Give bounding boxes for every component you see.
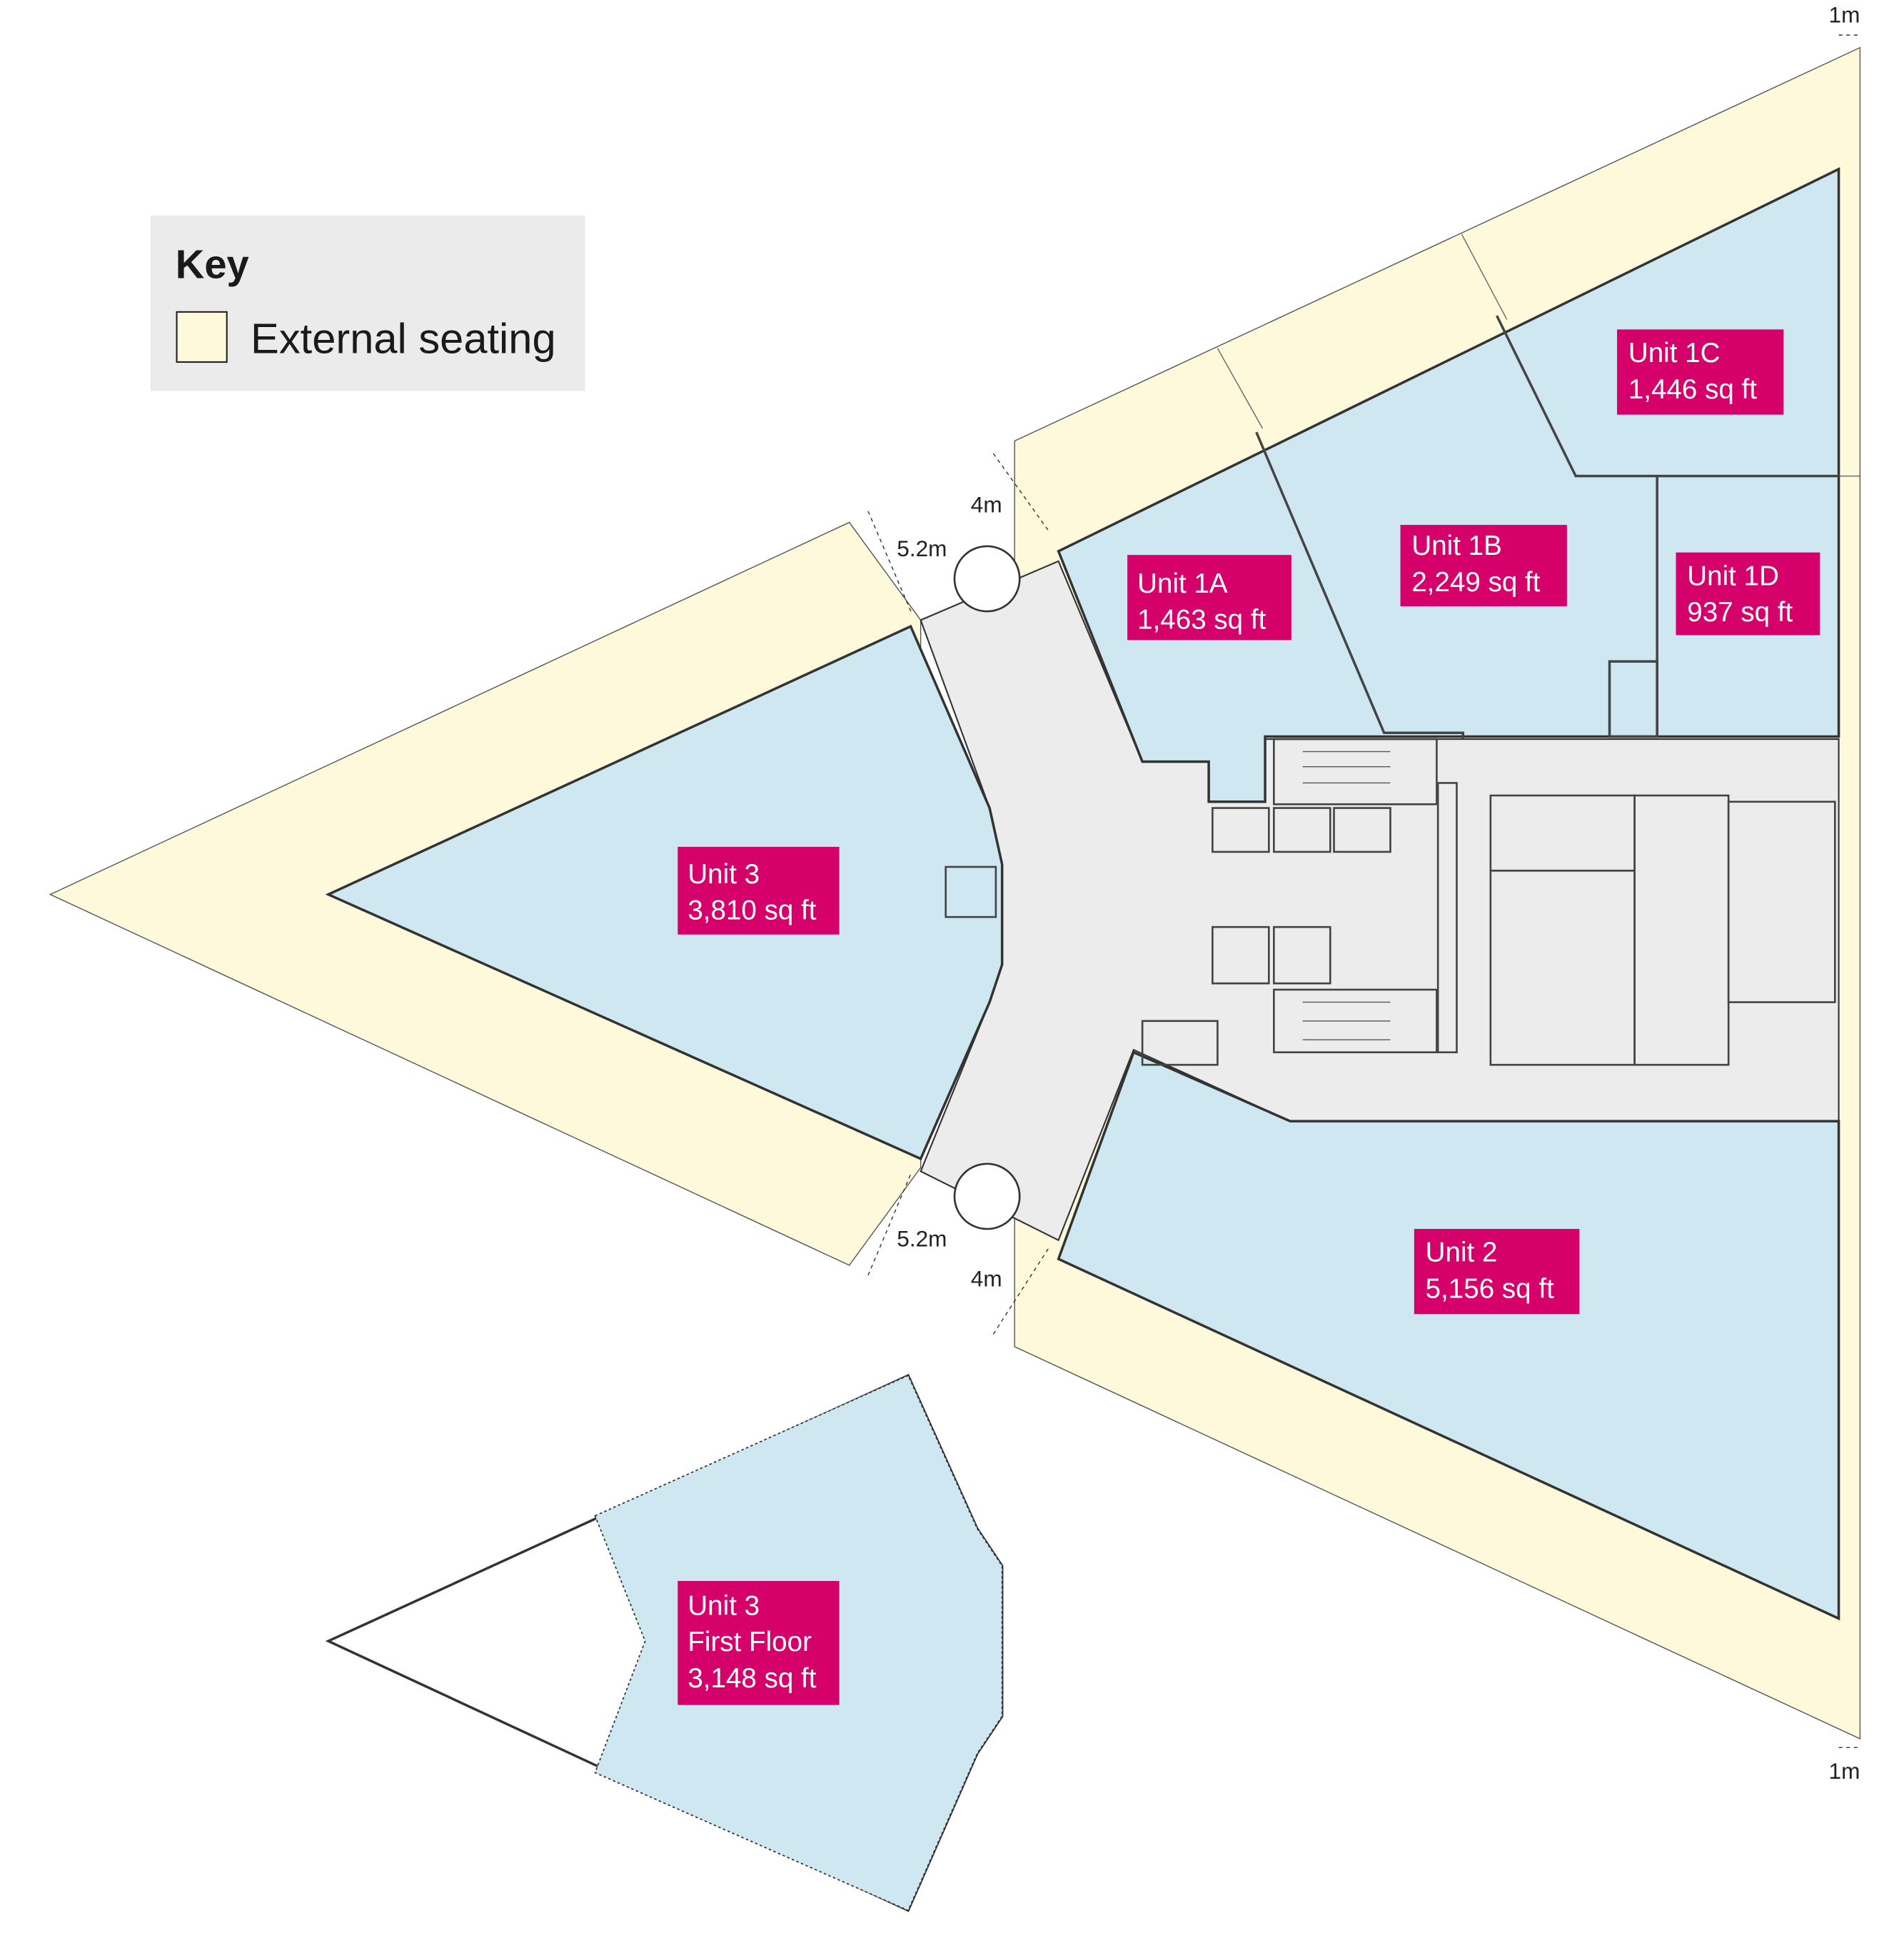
column-north [953,545,1021,613]
dim-lower-right-gap: 4m [971,1266,1002,1292]
dim-upper-left-gap: 5.2m [897,536,947,561]
dim-bottom-right: 1m [1829,1758,1860,1784]
unit-1-area [1057,167,1840,803]
key-title: Key [176,241,249,286]
svg-text:2,249 sq ft: 2,249 sq ft [1411,567,1540,598]
label-unit-1a: Unit 1A 1,463 sq ft [1127,555,1291,641]
svg-text:Unit 3: Unit 3 [687,859,760,890]
label-unit-2: Unit 2 5,156 sq ft [1414,1229,1580,1315]
svg-text:Unit 1C: Unit 1C [1628,338,1721,368]
stairs [1302,750,1391,1040]
seating-dividers [1217,234,1860,477]
dimension-lines [867,34,1860,1749]
external-seating-swatch [176,311,228,363]
unit-walls [1255,315,1839,740]
svg-text:Unit 1A: Unit 1A [1137,568,1228,599]
label-unit-1d: Unit 1D 937 sq ft [1676,552,1820,636]
label-unit-1c: Unit 1C 1,446 sq ft [1617,329,1784,415]
dim-upper-right-gap: 4m [971,492,1002,518]
dim-top-right: 1m [1829,2,1860,28]
svg-text:3,810 sq ft: 3,810 sq ft [687,895,816,926]
label-unit-3: Unit 3 3,810 sq ft [678,846,840,935]
svg-text:5,156 sq ft: 5,156 sq ft [1426,1273,1554,1304]
dim-lower-left-gap: 5.2m [897,1226,947,1252]
column-south [953,1163,1021,1230]
label-unit-1b: Unit 1B 2,249 sq ft [1400,525,1567,607]
svg-text:3,148 sq ft: 3,148 sq ft [687,1663,816,1694]
unit-2-area [1057,1050,1840,1621]
svg-text:Unit 1B: Unit 1B [1411,531,1502,561]
key-item-label: External seating [251,315,556,363]
svg-text:1,446 sq ft: 1,446 sq ft [1628,374,1757,405]
svg-text:Unit 2: Unit 2 [1426,1237,1498,1268]
label-unit-3-first-floor: Unit 3 First Floor 3,148 sq ft [678,1580,840,1705]
core-rooms [945,738,1836,1066]
svg-text:1,463 sq ft: 1,463 sq ft [1137,605,1266,636]
key-legend: Key External seating [150,215,585,391]
svg-text:Unit 3: Unit 3 [687,1590,760,1621]
svg-text:Unit 1D: Unit 1D [1687,561,1779,591]
unit-3-area [325,624,1004,1161]
svg-text:First Floor: First Floor [687,1627,812,1657]
svg-text:937 sq ft: 937 sq ft [1687,597,1793,628]
